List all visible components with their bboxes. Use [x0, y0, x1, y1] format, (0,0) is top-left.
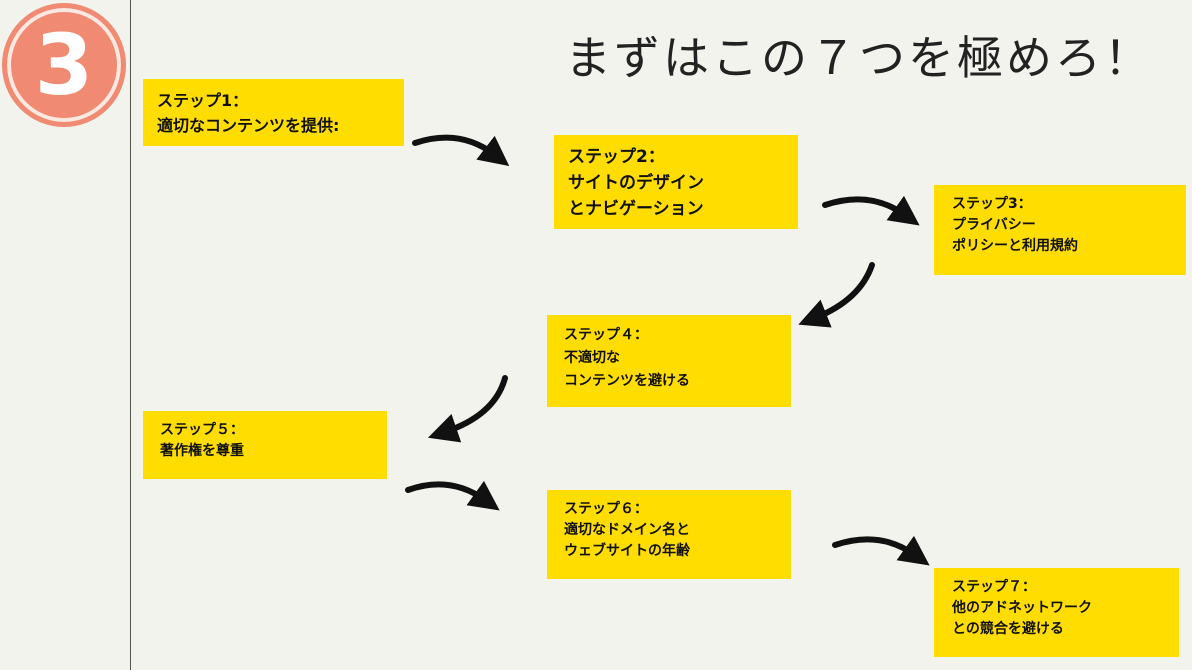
step-1-box: ステップ1： 適切なコンテンツを提供: [143, 79, 404, 146]
page-title: まずはこの７つを極めろ！ [565, 31, 1153, 85]
step-3-line-1: プライバシー [952, 217, 1036, 233]
step-4-line-2: コンテンツを避ける [564, 373, 690, 389]
step-2-heading: ステップ2： [568, 147, 665, 167]
step-5-line-1: 著作権を尊重 [160, 443, 244, 459]
arrow-3-to-4 [798, 262, 875, 328]
step-7-box: ステップ７： 他のアドネットワーク との競合を避ける [934, 568, 1179, 657]
arrow-6-to-7 [832, 535, 930, 566]
badge-number: 3 [34, 16, 94, 114]
step-2-box: ステップ2： サイトのデザイン とナビゲーション [554, 135, 798, 229]
step-6-line-1: 適切なドメイン名と [564, 522, 690, 538]
step-4-line-1: 不適切な [564, 350, 620, 366]
arrow-1-to-2 [412, 134, 510, 166]
step-3-line-2: ポリシーと利用規約 [952, 238, 1078, 254]
step-1-line-1: 適切なコンテンツを提供: [157, 116, 340, 135]
step-5-heading: ステップ５： [160, 422, 244, 438]
step-4-heading: ステップ４： [564, 327, 648, 343]
step-6-heading: ステップ６： [564, 501, 648, 517]
arrow-4-to-5 [427, 375, 508, 443]
step-7-heading: ステップ７： [952, 579, 1036, 595]
arrow-5-to-6 [405, 480, 500, 511]
step-number-badge: 3 [2, 3, 126, 127]
step-4-box: ステップ４： 不適切な コンテンツを避ける [547, 315, 791, 407]
step-7-line-2: との競合を避ける [952, 621, 1064, 637]
step-7-line-1: 他のアドネットワーク [952, 600, 1092, 616]
step-3-heading: ステップ3： [952, 196, 1032, 212]
step-5-box: ステップ５： 著作権を尊重 [143, 411, 387, 479]
step-2-line-2: とナビゲーション [568, 199, 704, 219]
step-6-box: ステップ６： 適切なドメイン名と ウェブサイトの年齢 [547, 490, 791, 579]
step-6-line-2: ウェブサイトの年齢 [564, 543, 690, 559]
step-2-line-1: サイトのデザイン [568, 173, 704, 193]
step-3-box: ステップ3： プライバシー ポリシーと利用規約 [934, 185, 1186, 275]
divider-line [130, 0, 131, 670]
step-1-heading: ステップ1： [157, 91, 249, 110]
arrow-2-to-3 [822, 195, 920, 226]
